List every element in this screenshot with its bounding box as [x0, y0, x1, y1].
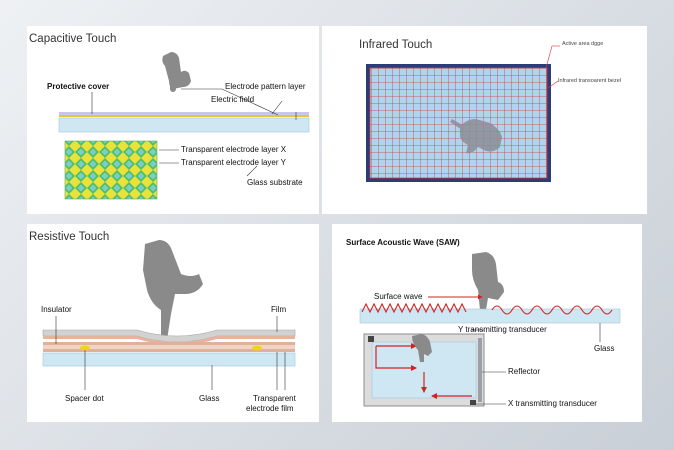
- x-transducer: [470, 400, 476, 405]
- spacer-dot: [80, 345, 90, 351]
- saw-illustration: [359, 252, 621, 407]
- glass-layer: [42, 352, 296, 367]
- infrared-illustration: [366, 45, 560, 182]
- finger-icon: [162, 52, 191, 92]
- protective-cover-label: Protective cover: [47, 82, 110, 91]
- electrode-film-label-2: electrode film: [246, 404, 294, 413]
- capacitive-title: Capacitive Touch: [29, 33, 117, 45]
- active-area-label: Active area dgge: [562, 41, 604, 47]
- saw-title: Surface Acoustic Wave (SAW): [346, 238, 460, 247]
- protective-cover-layer: [59, 112, 309, 115]
- saw-panel: Surface Acoustic Wave (SAW) Surface wave…: [332, 224, 642, 422]
- finger-icon: [143, 240, 203, 340]
- resistive-title: Resistive Touch: [29, 231, 110, 243]
- layer-x-label: Transparent electrode layer X: [181, 145, 287, 154]
- capacitive-panel: Capacitive Touch Protective cover Electr…: [27, 26, 319, 214]
- layer-y-label: Transparent electrode layer Y: [181, 158, 286, 167]
- glass-label: Glass: [199, 394, 220, 403]
- insulator-label: Insulator: [41, 305, 72, 314]
- glass-substrate-label: Glass substrate: [247, 178, 303, 187]
- saw-glass-label: Glass: [594, 344, 615, 353]
- spacer-dot-label: Spacer dot: [65, 394, 104, 403]
- film-label: Film: [271, 305, 287, 314]
- spacer-dot: [252, 345, 262, 351]
- electric-field-label: Electric field: [211, 95, 255, 104]
- saw-glass-plate: [359, 308, 621, 324]
- surface-wave-label: Surface wave: [374, 292, 423, 301]
- finger-icon: [412, 334, 432, 362]
- electrode-matrix: [64, 140, 158, 200]
- surface-wave-left: [361, 302, 467, 314]
- y-transducer-label: Y transmitting transducer: [458, 325, 547, 334]
- hand-icon: [450, 119, 502, 154]
- reflector-label: Reflector: [508, 367, 541, 376]
- infrared-panel: Infrared Touch Active area dgge Infrared…: [322, 26, 647, 214]
- electrode-film-label-1: Transparent: [253, 394, 296, 403]
- infrared-title: Infrared Touch: [359, 39, 433, 51]
- glass-substrate-layer: [58, 117, 310, 133]
- electrode-pattern-stripe: [59, 115, 309, 117]
- resistive-illustration: [42, 240, 296, 390]
- y-transducer: [368, 336, 374, 342]
- finger-icon: [472, 252, 504, 310]
- electrode-pattern-label: Electrode pattern layer: [225, 82, 306, 91]
- x-transducer-label: X transmitting transducer: [508, 399, 597, 408]
- surface-wave-right: [491, 305, 613, 315]
- bezel-label: Infrared transoarent bezel: [558, 78, 621, 84]
- resistive-panel: Resistive Touch Insulator Film Spacer do…: [27, 224, 319, 422]
- capacitive-illustration: [58, 52, 310, 200]
